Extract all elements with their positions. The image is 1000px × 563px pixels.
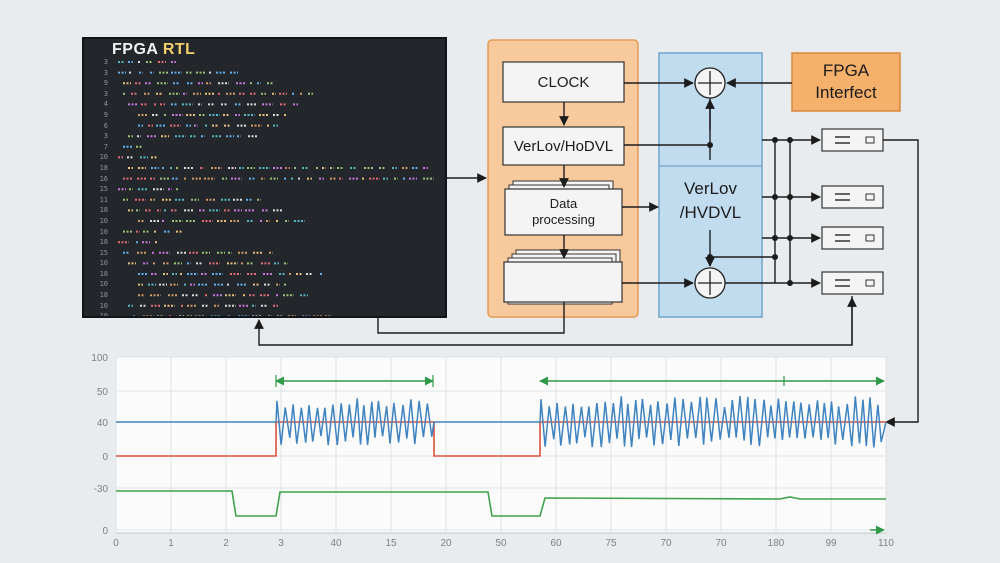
y-tick-label: 100 [91,353,108,364]
x-tick-label: 50 [495,538,507,549]
server-icon [821,185,884,209]
x-tick-label: 2 [223,538,229,549]
server-icon [821,226,884,250]
fpga-interface-label: FPGA Interfect [815,61,877,102]
x-tick-label: 70 [660,538,672,549]
line-number: 18 [99,269,108,278]
server-icon [821,271,884,295]
line-number: 10 [99,153,108,162]
line-number: 9 [103,110,108,119]
fpga-interface-box [791,52,901,112]
line-number: 9 [103,79,108,88]
line-number: 18 [99,238,108,247]
x-tick-label: 1 [168,538,174,549]
line-number: 15 [99,185,108,194]
line-number: 3 [103,132,108,141]
x-tick-label: 20 [440,538,452,549]
data-processing-label: Data processing [532,196,595,227]
y-tick-label: 0 [102,452,108,463]
line-number: 3 [103,89,108,98]
line-number: 11 [99,195,108,204]
line-number: 18 [99,291,108,300]
line-number: 3 [103,68,108,77]
buffer-box [503,261,623,303]
x-tick-label: 75 [605,538,617,549]
signal-chart: 100 50 40 0 -30 0 0 1 2 3 40 15 20 50 60 75 70 70 180 99 11… [91,353,894,549]
line-number: 10 [99,227,108,236]
x-tick-label: 40 [330,538,342,549]
line-number: 3 [103,58,108,66]
editor-title-main: FPGA [112,41,158,58]
series-line-blue [116,396,887,448]
series-line-red [116,421,886,457]
verlov-box [502,126,625,166]
x-tick-label: 180 [768,538,785,549]
y-tick-label: 40 [97,418,109,429]
server-icon [821,128,884,152]
center-panel-label: VerLov /HVDVL [679,179,742,222]
line-number: 10 [99,216,108,225]
line-number: 18 [99,163,108,172]
editor-title-accent: RTL [162,41,196,58]
line-number: 6 [103,121,108,130]
x-tick-label: 99 [825,538,837,549]
code-body [118,61,434,316]
line-number: 10 [99,259,108,268]
x-tick-label: 0 [113,538,119,549]
line-number: 18 [99,206,108,215]
clock-box [502,61,625,103]
line-number: 10 [99,280,108,289]
line-number: 10 [99,312,108,318]
clock-label: CLOCK [537,73,590,91]
x-tick-label: 70 [715,538,727,549]
editor-title: FPGA RTL [112,41,195,59]
line-number: 16 [99,174,108,183]
verlov-label: VerLov/HoDVL [513,137,614,155]
line-number: 7 [103,142,108,151]
line-number: 4 [103,100,108,109]
x-tick-label: 60 [550,538,562,549]
series-line-green [116,490,886,517]
x-tick-label: 3 [278,538,284,549]
y-tick-label: 50 [97,387,109,398]
y-tick-label: -30 [94,484,109,495]
line-number: 15 [99,248,108,257]
x-tick-label: 110 [878,538,894,549]
data-processing-box [504,188,623,236]
line-number: 10 [99,301,108,310]
x-tick-label: 15 [385,538,397,549]
y-tick-label: 0 [102,526,108,537]
